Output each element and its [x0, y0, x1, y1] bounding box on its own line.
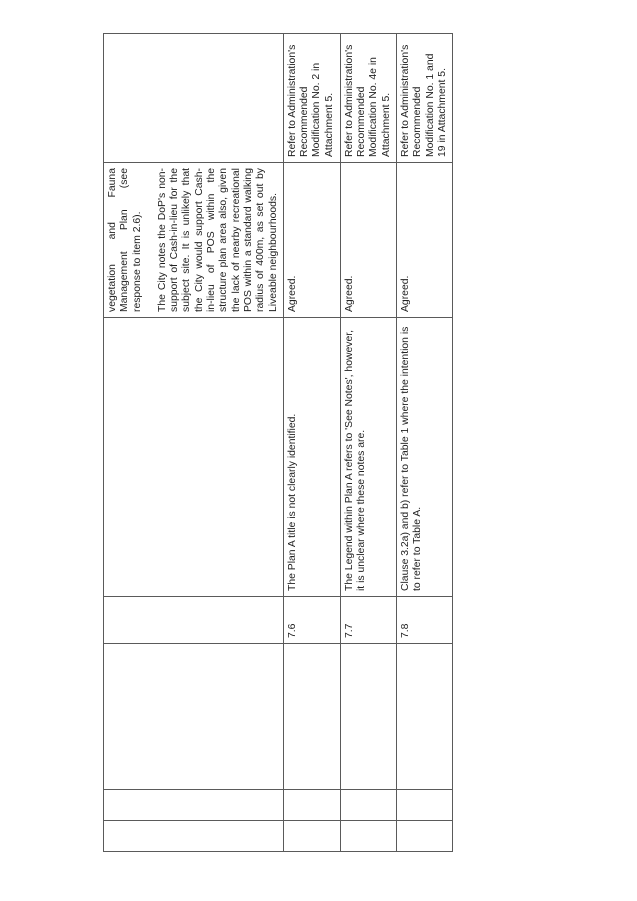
rotated-page: vegetation and Fauna Management Plan (se…	[103, 33, 453, 852]
response-cell: Agreed.	[340, 162, 397, 318]
blank-cell	[103, 789, 284, 821]
recommendation-line: 19 in Attachment 5.	[436, 68, 448, 157]
recommendation-cell: Refer to Administration's Recommended Mo…	[396, 33, 453, 163]
blank-cell	[396, 820, 453, 852]
issue-cell: Clause 3.2a) and b) refer to Table 1 whe…	[396, 317, 453, 597]
recommendation-line: Refer to Administration's	[286, 44, 298, 157]
issue-cell	[103, 317, 284, 597]
table-row: vegetation and Fauna Management Plan (se…	[103, 33, 284, 852]
blank-cell	[103, 820, 284, 852]
blank-cell	[340, 643, 397, 790]
table-row: 7.8 Clause 3.2a) and b) refer to Table 1…	[396, 33, 453, 852]
blank-cell	[283, 789, 341, 821]
recommendation-line: Recommended	[299, 86, 311, 157]
recommendation-line: Attachment 5.	[323, 92, 335, 157]
recommendation-line: Refer to Administration's	[343, 44, 355, 157]
issue-cell: The Legend within Plan A refers to 'See …	[340, 317, 397, 597]
recommendation-line: Refer to Administration's	[400, 44, 412, 157]
blank-cell	[283, 820, 341, 852]
recommendation-line: Modification No. 4e in	[368, 57, 380, 157]
table-row: 7.7 The Legend within Plan A refers to '…	[340, 33, 397, 852]
response-paragraph: vegetation and Fauna Management Plan (se…	[107, 168, 143, 312]
blank-cell	[283, 643, 341, 790]
recommendation-line: Modification No. 1 and	[424, 53, 436, 157]
response-cell: Agreed.	[396, 162, 453, 318]
recommendation-cell	[103, 33, 284, 163]
blank-cell	[340, 820, 397, 852]
table-row: 7.6 The Plan A title is not clearly iden…	[283, 33, 341, 852]
item-number-cell: 7.7	[340, 596, 397, 644]
response-cell: Agreed.	[283, 162, 341, 318]
blank-cell	[340, 789, 397, 821]
blank-cell	[396, 643, 453, 790]
submissions-table: vegetation and Fauna Management Plan (se…	[103, 33, 453, 852]
recommendation-cell: Refer to Administration's Recommended Mo…	[340, 33, 397, 163]
recommendation-line: Recommended	[356, 86, 368, 157]
item-number-cell: 7.6	[283, 596, 341, 644]
blank-cell	[396, 789, 453, 821]
blank-cell	[103, 643, 284, 790]
item-number-cell	[103, 596, 284, 644]
issue-cell: The Plan A title is not clearly identifi…	[283, 317, 341, 597]
recommendation-line: Recommended	[412, 86, 424, 157]
recommendation-cell: Refer to Administration's Recommended Mo…	[283, 33, 341, 163]
response-paragraph: The City notes the DoP's non-support of …	[156, 168, 279, 312]
recommendation-line: Attachment 5.	[380, 92, 392, 157]
response-cell: vegetation and Fauna Management Plan (se…	[103, 162, 284, 318]
recommendation-line: Modification No. 2 in	[311, 62, 323, 157]
item-number-cell: 7.8	[396, 596, 453, 644]
